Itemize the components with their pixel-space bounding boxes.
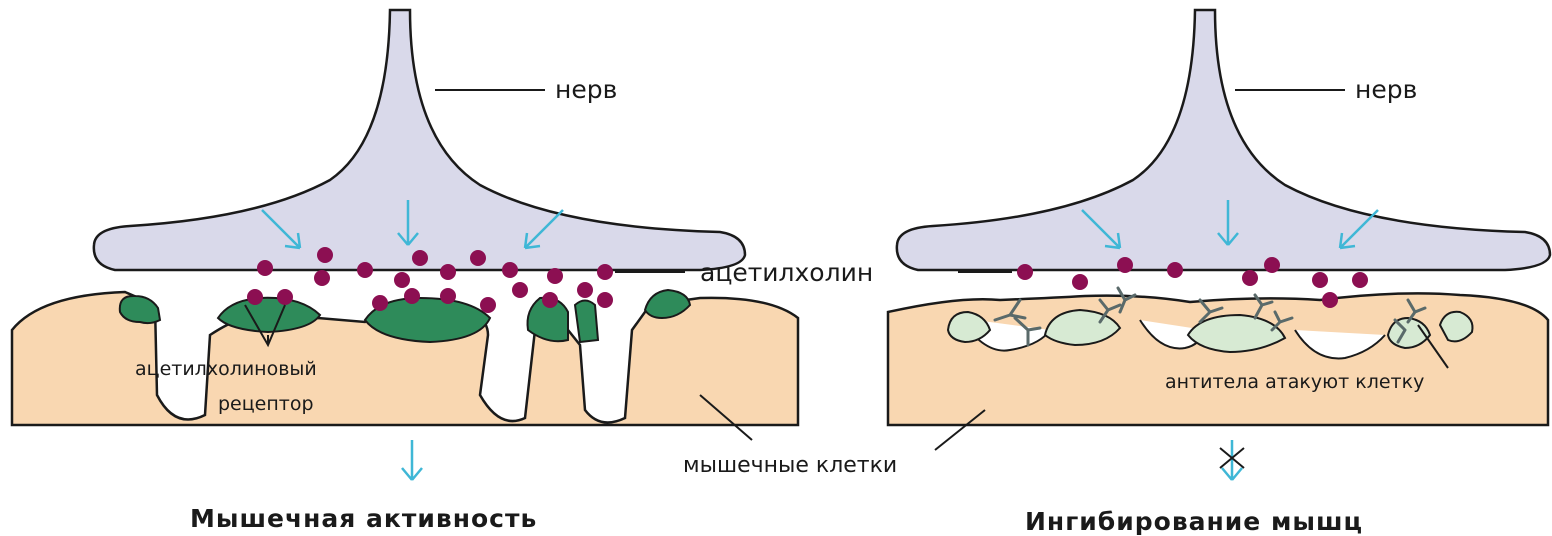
ach-dot <box>440 264 456 280</box>
ach-dot <box>1117 257 1133 273</box>
ach-dot <box>1312 272 1328 288</box>
ach-dot <box>394 272 410 288</box>
ach-dot <box>502 262 518 278</box>
ach-dot <box>1017 264 1033 280</box>
left-nerve-terminal <box>94 10 745 270</box>
ach-dot <box>314 270 330 286</box>
ach-dot <box>247 289 263 305</box>
ach-dot <box>1352 272 1368 288</box>
ach-dot <box>440 288 456 304</box>
receptor-label-line1: ацетилхолиновый <box>135 358 317 380</box>
right-nerve-terminal <box>897 10 1550 270</box>
ach-dot <box>470 250 486 266</box>
ach-dot <box>404 288 420 304</box>
ach-dot <box>277 289 293 305</box>
left-panel: нерв ацетилхолиновый рецептор Мышечная а… <box>12 10 798 533</box>
ach-dot <box>1242 270 1258 286</box>
left-result-label: Мышечная активность <box>190 504 537 533</box>
ach-dot <box>372 295 388 311</box>
right-panel: нерв антитела атакуют клетку Ингибирован… <box>888 10 1550 536</box>
ach-dot <box>577 282 593 298</box>
ach-dot <box>597 292 613 308</box>
right-nerve-label: нерв <box>1355 75 1417 104</box>
ach-dot <box>257 260 273 276</box>
ach-dot <box>317 247 333 263</box>
left-nerve-label: нерв <box>555 75 617 104</box>
receptor-l1 <box>120 296 160 323</box>
ach-dot <box>1167 262 1183 278</box>
antibody-label: антитела атакуют клетку <box>1165 371 1424 393</box>
ach-dot <box>412 250 428 266</box>
ach-dot <box>357 262 373 278</box>
ach-dot <box>512 282 528 298</box>
right-result-arrow <box>1222 440 1242 480</box>
left-result-arrow <box>402 440 422 480</box>
receptor-label-line2: рецептор <box>218 393 314 415</box>
ach-dot <box>480 297 496 313</box>
ach-dot <box>1072 274 1088 290</box>
muscle-cells-label: мышечные клетки <box>683 453 897 478</box>
ach-dot <box>547 268 563 284</box>
acetylcholine-label: ацетилхолин <box>700 258 873 287</box>
ach-dot <box>1322 292 1338 308</box>
ach-dot <box>597 264 613 280</box>
receptor-l5 <box>575 301 598 343</box>
right-result-label: Ингибирование мышц <box>1025 507 1363 536</box>
ach-dot <box>1264 257 1280 273</box>
ach-dot <box>542 292 558 308</box>
